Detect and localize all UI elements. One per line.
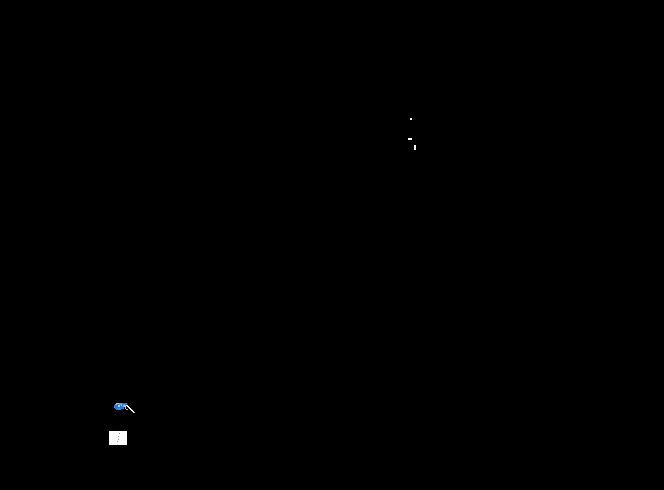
- text-pixel: [119, 433, 120, 434]
- text-pixel: [118, 436, 119, 437]
- text-pixel: [114, 433, 116, 434]
- text-pixel: [111, 441, 112, 442]
- upper-right-dash-mark: [408, 138, 412, 140]
- text-pixel: [118, 439, 119, 440]
- text-pixel: [117, 441, 118, 442]
- text-pixel: [113, 439, 114, 440]
- text-pixel: [117, 432, 118, 433]
- upper-right-dot-mark: [410, 118, 412, 120]
- text-pixel: [114, 442, 115, 443]
- text-pixel: [112, 436, 114, 437]
- micro-white-pixel-text: [109, 431, 127, 445]
- text-pixel: [110, 432, 111, 433]
- blue-icon-with-cursor[interactable]: [112, 401, 138, 417]
- text-pixel: [113, 431, 114, 432]
- text-pixel: [115, 438, 117, 439]
- blue-blob-cursor-icon: [114, 403, 135, 413]
- text-pixel: [110, 435, 111, 436]
- upper-right-bar-mark: [414, 145, 416, 150]
- text-pixel: [115, 435, 116, 436]
- text-pixel: [110, 438, 111, 439]
